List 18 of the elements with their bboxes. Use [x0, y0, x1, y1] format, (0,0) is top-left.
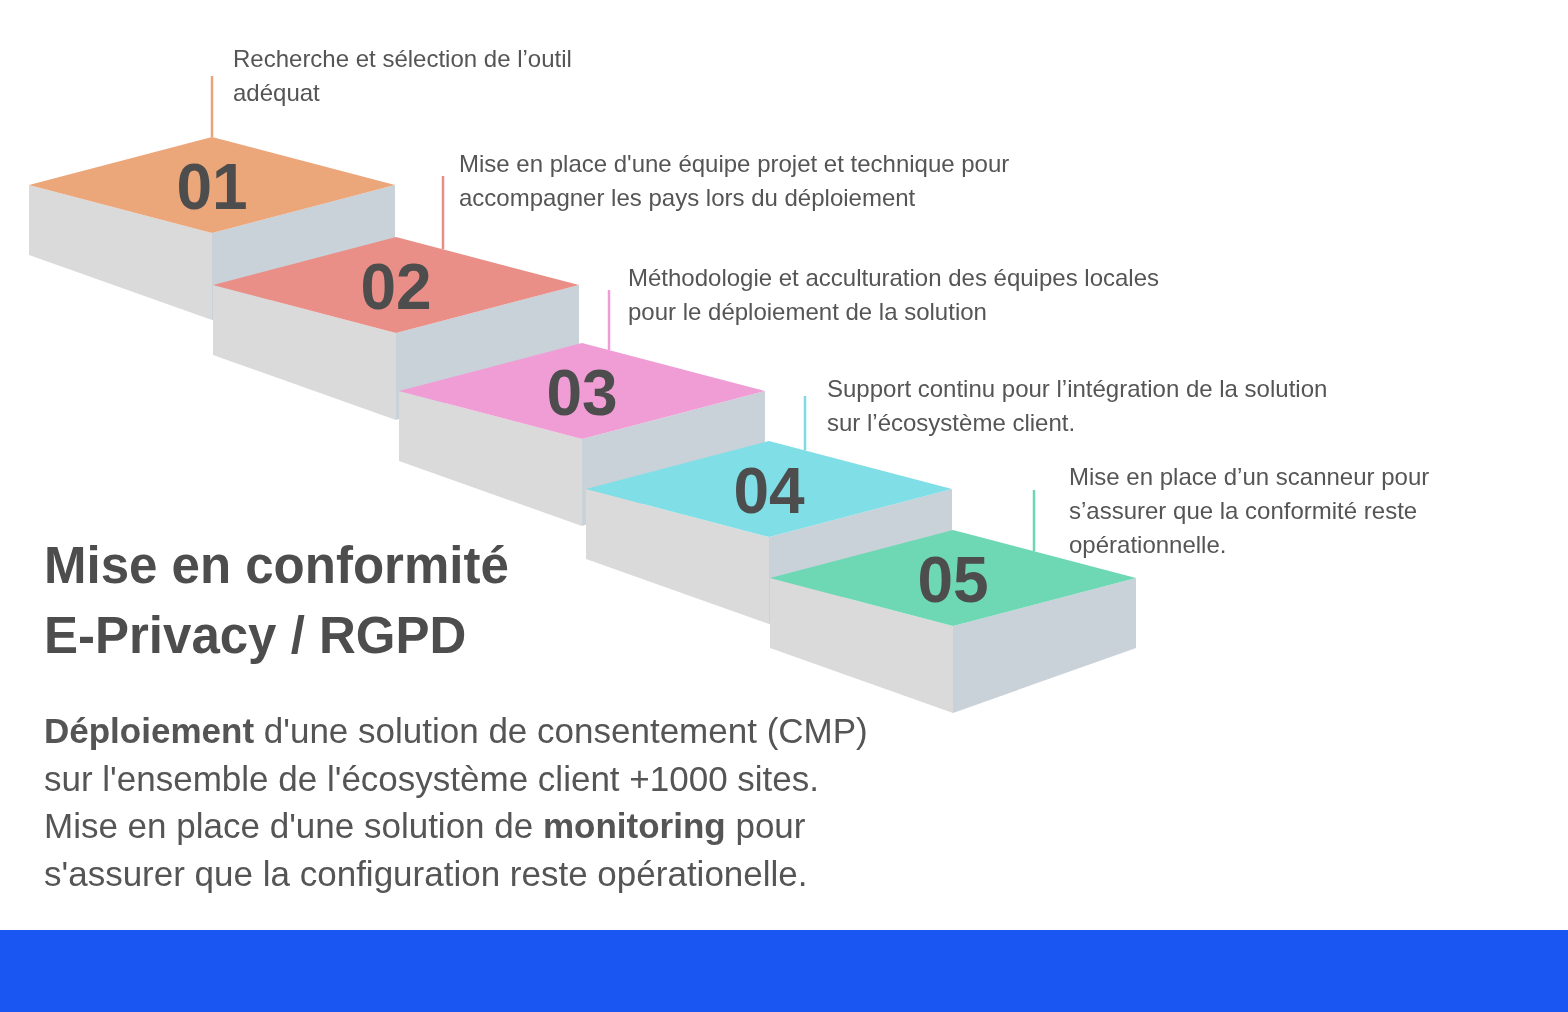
step-number: 02 — [360, 255, 432, 319]
leader-line — [441, 176, 445, 250]
leader-line — [607, 290, 611, 351]
step-description: Mise en place d'une équipe projet et technique pour accompagner les pays lors du déploiement — [459, 147, 1059, 215]
leader-line — [1032, 490, 1036, 552]
step-number: 03 — [546, 361, 618, 425]
step-number: 04 — [733, 459, 805, 523]
step-number: 05 — [917, 548, 989, 612]
step-description: Mise en place d’un scanneur pour s’assurer que la conformité reste opérationnelle. — [1069, 460, 1469, 562]
description-paragraph: Déploiement d'une solution de consentement (CMP) sur l'ensemble de l'écosystème client +1000 sites. — [44, 710, 869, 800]
step-description: Méthodologie et acculturation des équipes locales pour le déploiement de la solution — [628, 261, 1188, 329]
leader-line — [210, 76, 214, 137]
step-description: Support continu pour l’intégration de la solution sur l’écosystème client. — [827, 372, 1347, 440]
step-description: Recherche et sélection de l’outil adéquat — [233, 42, 613, 110]
leader-line — [803, 396, 807, 451]
title: Mise en conformité E-Privacy / RGPD — [44, 536, 510, 666]
description-paragraph: Mise en place d'une solution de monitoring pour s'assurer que la configuration reste opérationelle. — [44, 805, 809, 895]
step-number: 01 — [176, 155, 248, 219]
